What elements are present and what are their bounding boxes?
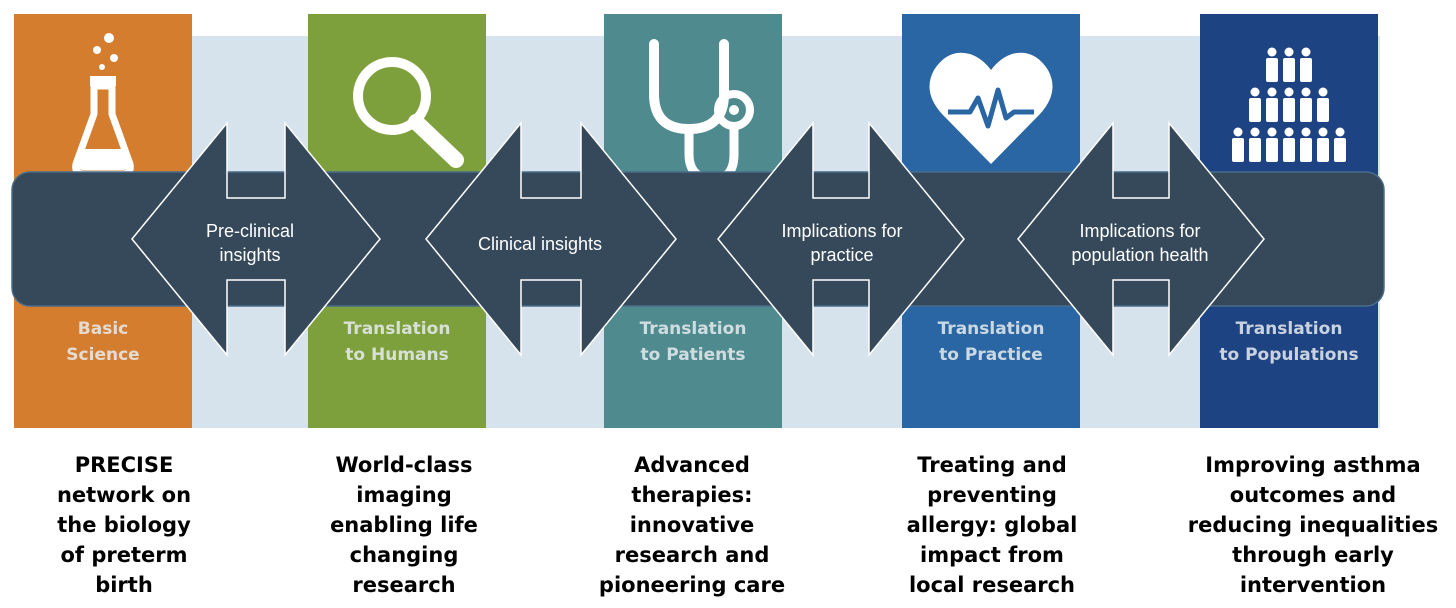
person-head: [1267, 127, 1277, 137]
person-head: [1284, 87, 1294, 97]
person-body: [1283, 98, 1295, 122]
double-arrow-2: [425, 120, 677, 358]
double-arrow-1: [131, 120, 381, 358]
person-body: [1283, 58, 1295, 82]
person-head: [1318, 127, 1328, 137]
person-head: [1284, 47, 1294, 57]
person-body: [1249, 138, 1261, 162]
person-head: [1301, 127, 1311, 137]
person-body: [1317, 98, 1329, 122]
person-body: [1334, 138, 1346, 162]
population-icon: [1232, 47, 1346, 162]
person-head: [1250, 127, 1260, 137]
person-head: [1250, 87, 1260, 97]
magnifier-icon: [353, 57, 464, 168]
person-body: [1300, 138, 1312, 162]
person-head: [1318, 87, 1328, 97]
dark-band: [11, 171, 1385, 307]
person-head: [1233, 127, 1243, 137]
insight-label-2: Clinical insights: [477, 234, 603, 254]
person-body: [1300, 98, 1312, 122]
person-body: [1317, 138, 1329, 162]
heart-pulse-icon: [929, 52, 1053, 164]
person-body: [1266, 58, 1278, 82]
person-head: [1335, 127, 1345, 137]
person-head: [1301, 87, 1311, 97]
person-head: [1284, 127, 1294, 137]
person-body: [1266, 138, 1278, 162]
double-arrow-3: [717, 120, 965, 358]
person-head: [1301, 47, 1311, 57]
double-arrow-4: [1017, 120, 1265, 358]
person-head: [1267, 47, 1277, 57]
person-body: [1266, 98, 1278, 122]
person-body: [1300, 58, 1312, 82]
person-body: [1249, 98, 1261, 122]
person-body: [1283, 138, 1295, 162]
person-head: [1267, 87, 1277, 97]
person-body: [1232, 138, 1244, 162]
